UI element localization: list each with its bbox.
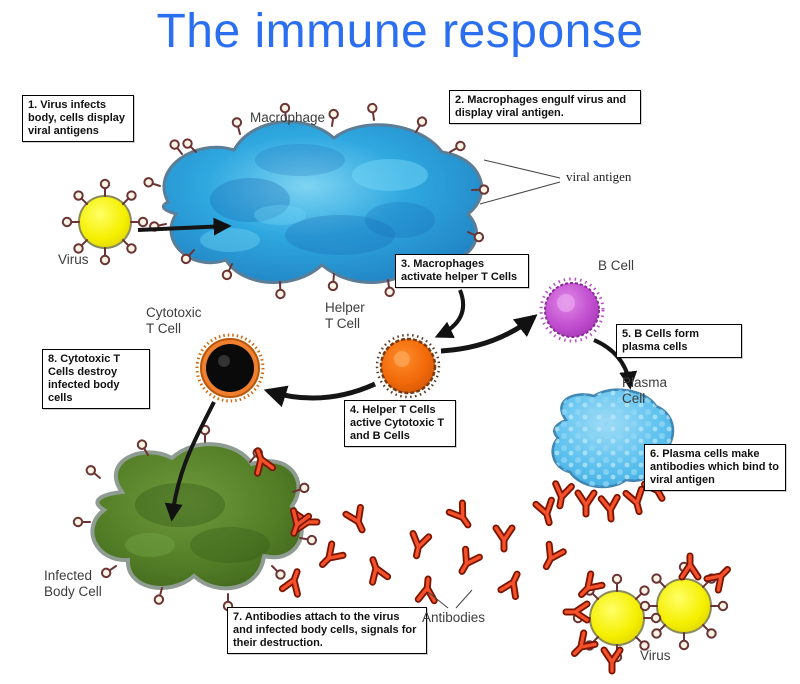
macrophage-shape [142, 102, 490, 300]
step-5-note: 5. B Cells form plasma cells [616, 324, 742, 358]
arrow-macrophage-to-helper-t [434, 289, 466, 339]
step-7-note: 7. Antibodies attach to the virus and in… [227, 607, 427, 654]
antibodies-label: Antibodies [422, 610, 486, 625]
arrow-helper-t-to-cytotoxic [263, 381, 377, 408]
arrow-helper-t-to-b-cell [440, 314, 538, 354]
infected-body-cell-label: Infected Body Cell [44, 568, 102, 599]
page-title: The immune response [156, 5, 644, 58]
step-3-note: 3. Macrophages activate helper T Cells [395, 254, 529, 288]
antibody-cloud [282, 500, 563, 600]
virus-bottom-shapes [566, 556, 733, 671]
infected-body-cell-shape [72, 424, 317, 612]
b-cell-label: B Cell [598, 258, 635, 273]
virus-bottom-label: Virus [640, 648, 671, 663]
plasma-cell-label: Plasma Cell [622, 375, 668, 406]
helper-t-cell-shape [375, 333, 441, 399]
macrophage-label: Macrophage [250, 110, 326, 125]
helper-t-cell-label: Helper T Cell [325, 300, 365, 331]
cytotoxic-t-cell-label: Cytotoxic T Cell [146, 305, 202, 336]
arrow-b-cell-to-plasma [593, 338, 638, 390]
virus-top-shape [61, 178, 149, 266]
flow-arrows [137, 217, 638, 522]
step-2-note: 2. Macrophages engulf virus and display … [449, 90, 641, 124]
step-6-note: 6. Plasma cells make antibodies which bi… [644, 444, 786, 491]
step-4-note: 4. Helper T Cells active Cytotoxic T and… [344, 400, 456, 447]
step-8-note: 8. Cytotoxic T Cells destroy infected bo… [42, 349, 150, 409]
cytotoxic-t-cell-shape [195, 333, 265, 403]
plasma-cell-shape [552, 388, 675, 520]
viral-antigen-label: viral antigen [566, 169, 632, 184]
b-cell-shape [539, 277, 605, 343]
arrow-virus-to-macrophage [137, 217, 232, 236]
virus-top-label: Virus [58, 252, 89, 267]
step-1-note: 1. Virus infects body, cells display vir… [22, 95, 134, 142]
pointer-lines [427, 159, 561, 609]
arrow-cytotoxic-to-infected [164, 401, 216, 522]
